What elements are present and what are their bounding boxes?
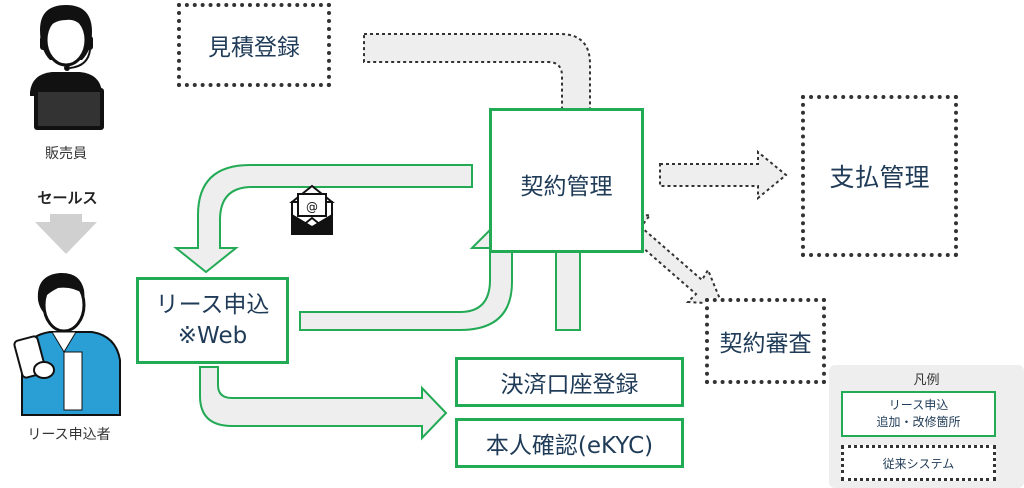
sales-label: セールス bbox=[37, 189, 98, 207]
lease-app-label-2: ※Web bbox=[177, 322, 248, 349]
estimate-to-contract-arrow bbox=[363, 33, 605, 139]
legend-dotted-box: 従来システム bbox=[841, 445, 996, 481]
legend-title: 凡例 bbox=[913, 373, 940, 388]
seller-label: 販売員 bbox=[45, 146, 87, 162]
estimate-box: 見積登録 bbox=[177, 3, 331, 87]
lease-app-label-1: リース申込 bbox=[155, 291, 270, 318]
account-label: 決済口座登録 bbox=[500, 372, 639, 398]
review-label: 契約審査 bbox=[719, 331, 812, 357]
sales-arrow bbox=[35, 214, 97, 254]
legend: 凡例 リース申込 追加・改修箇所 従来システム bbox=[829, 365, 1024, 488]
account-box: 決済口座登録 bbox=[455, 357, 684, 407]
svg-text:@: @ bbox=[306, 200, 318, 214]
estimate-label: 見積登録 bbox=[208, 35, 300, 61]
contract-to-payment-arrow bbox=[659, 149, 788, 201]
contract-to-lease-arrow bbox=[173, 164, 473, 274]
headset-person-icon bbox=[30, 5, 104, 130]
payment-label: 支払管理 bbox=[829, 163, 930, 192]
smartphone-person-icon bbox=[13, 272, 121, 416]
identity-label: 本人確認(eKYC) bbox=[485, 433, 654, 459]
contract-label: 契約管理 bbox=[520, 174, 613, 200]
review-box: 契約審査 bbox=[705, 298, 826, 384]
lease-app-box: リース申込 ※Web bbox=[136, 277, 289, 364]
legend-green-line2: 追加・改修箇所 bbox=[876, 415, 961, 429]
contract-box: 契約管理 bbox=[489, 108, 644, 253]
identity-box: 本人確認(eKYC) bbox=[455, 418, 684, 468]
legend-green-line1: リース申込 bbox=[888, 398, 949, 412]
applicant-label: リース申込者 bbox=[27, 427, 111, 443]
mail-icon: @ bbox=[289, 184, 335, 235]
legend-dotted-label: 従来システム bbox=[882, 456, 955, 471]
payment-box: 支払管理 bbox=[801, 95, 958, 257]
lease-to-account-arrow bbox=[199, 366, 448, 441]
legend-green-box: リース申込 追加・改修箇所 bbox=[841, 391, 996, 437]
